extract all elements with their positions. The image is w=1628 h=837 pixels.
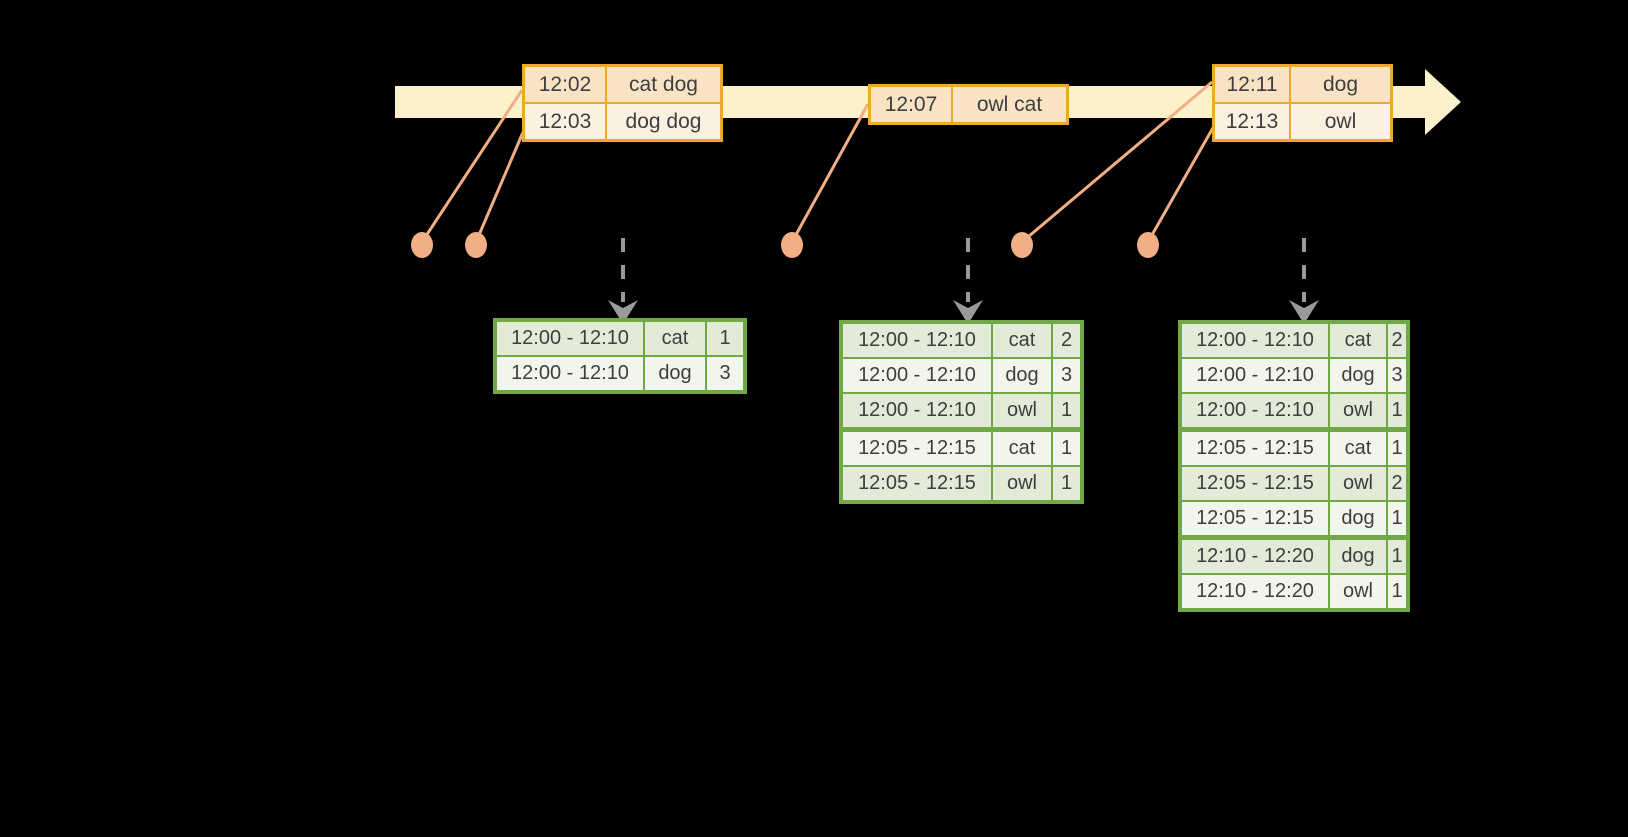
count-cell: 1 <box>1388 575 1406 608</box>
window-cell: 12:00 - 12:10 <box>1182 394 1328 427</box>
event-marker-dot-icon <box>411 232 433 258</box>
table-row: 12:05 - 12:15 owl 2 <box>1182 467 1406 500</box>
count-cell: 1 <box>1388 540 1406 573</box>
table-row: 12:00 - 12:10 owl 1 <box>843 394 1080 427</box>
event-words: dog <box>1291 67 1390 102</box>
count-cell: 1 <box>1053 432 1080 465</box>
word-cell: owl <box>1330 467 1386 500</box>
window-cell: 12:05 - 12:15 <box>1182 502 1328 535</box>
event-marker-dot-icon <box>465 232 487 258</box>
event-connector-line <box>1021 80 1213 244</box>
event-words: owl cat <box>953 87 1066 122</box>
event-time: 12:07 <box>871 87 951 122</box>
timeline-arrowhead-icon <box>1425 69 1461 135</box>
window-cell: 12:00 - 12:10 <box>843 359 991 392</box>
word-cell: cat <box>1330 432 1386 465</box>
count-cell: 3 <box>1053 359 1080 392</box>
word-cell: cat <box>993 324 1051 357</box>
word-cell: dog <box>993 359 1051 392</box>
window-cell: 12:10 - 12:20 <box>1182 540 1328 573</box>
event-time: 12:03 <box>525 104 605 139</box>
count-cell: 1 <box>707 322 743 355</box>
count-cell: 2 <box>1388 467 1406 500</box>
event-table-2: 12:07 owl cat <box>868 84 1069 125</box>
window-cell: 12:00 - 12:10 <box>497 357 643 390</box>
trigger-arrowhead-icon <box>608 300 638 324</box>
word-cell: owl <box>1330 575 1386 608</box>
word-cell: dog <box>1330 359 1386 392</box>
word-cell: cat <box>993 432 1051 465</box>
event-marker-dot-icon <box>1011 232 1033 258</box>
event-table-3: 12:11 dog 12:13 owl <box>1212 64 1393 142</box>
word-cell: owl <box>993 467 1051 500</box>
table-row: 12:00 - 12:10 dog 3 <box>497 357 743 390</box>
table-row: 12:00 - 12:10 owl 1 <box>1182 394 1406 427</box>
count-cell: 3 <box>1388 359 1406 392</box>
table-row: 12:00 - 12:10 dog 3 <box>1182 359 1406 392</box>
window-cell: 12:05 - 12:15 <box>843 432 991 465</box>
table-row: 12:00 - 12:10 cat 2 <box>843 324 1080 357</box>
count-cell: 1 <box>1053 394 1080 427</box>
window-cell: 12:00 - 12:10 <box>843 324 991 357</box>
table-row: 12:10 - 12:20 owl 1 <box>1182 575 1406 608</box>
result-table-3: 12:00 - 12:10 cat 2 12:00 - 12:10 dog 3 … <box>1178 320 1410 612</box>
trigger-arrowhead-icon <box>953 300 983 324</box>
table-row: 12:00 - 12:10 cat 1 <box>497 322 743 355</box>
word-cell: cat <box>1330 324 1386 357</box>
window-cell: 12:00 - 12:10 <box>1182 324 1328 357</box>
count-cell: 1 <box>1053 467 1080 500</box>
event-words: dog dog <box>607 104 720 139</box>
table-row: 12:05 - 12:15 owl 1 <box>843 467 1080 500</box>
count-cell: 2 <box>1388 324 1406 357</box>
count-cell: 1 <box>1388 432 1406 465</box>
count-cell: 1 <box>1388 394 1406 427</box>
word-cell: dog <box>645 357 705 390</box>
event-table-1: 12:02 cat dog 12:03 dog dog <box>522 64 723 142</box>
event-marker-dot-icon <box>781 232 803 258</box>
event-words: owl <box>1291 104 1390 139</box>
table-row: 12:00 - 12:10 cat 2 <box>1182 324 1406 357</box>
count-cell: 2 <box>1053 324 1080 357</box>
event-time: 12:11 <box>1215 67 1289 102</box>
count-cell: 1 <box>1388 502 1406 535</box>
count-cell: 3 <box>707 357 743 390</box>
table-row: 12:05 - 12:15 cat 1 <box>1182 432 1406 465</box>
word-cell: owl <box>993 394 1051 427</box>
event-connector-line <box>420 89 524 243</box>
window-cell: 12:05 - 12:15 <box>843 467 991 500</box>
result-table-2: 12:00 - 12:10 cat 2 12:00 - 12:10 dog 3 … <box>839 320 1084 504</box>
table-row: 12:10 - 12:20 dog 1 <box>1182 540 1406 573</box>
word-cell: owl <box>1330 394 1386 427</box>
window-cell: 12:00 - 12:10 <box>1182 359 1328 392</box>
table-row: 12:00 - 12:10 dog 3 <box>843 359 1080 392</box>
window-cell: 12:00 - 12:10 <box>843 394 991 427</box>
event-time: 12:13 <box>1215 104 1289 139</box>
event-words: cat dog <box>607 67 720 102</box>
table-row: 12:05 - 12:15 cat 1 <box>843 432 1080 465</box>
table-row: 12:05 - 12:15 dog 1 <box>1182 502 1406 535</box>
trigger-arrowhead-icon <box>1289 300 1319 324</box>
window-cell: 12:05 - 12:15 <box>1182 432 1328 465</box>
event-connector-line <box>790 103 870 243</box>
event-connector-line <box>1146 125 1216 243</box>
word-cell: dog <box>1330 540 1386 573</box>
word-cell: cat <box>645 322 705 355</box>
event-marker-dot-icon <box>1137 232 1159 258</box>
word-cell: dog <box>1330 502 1386 535</box>
window-cell: 12:00 - 12:10 <box>497 322 643 355</box>
result-table-1: 12:00 - 12:10 cat 1 12:00 - 12:10 dog 3 <box>493 318 747 394</box>
window-cell: 12:05 - 12:15 <box>1182 467 1328 500</box>
event-time: 12:02 <box>525 67 605 102</box>
event-connector-line <box>474 129 526 243</box>
window-cell: 12:10 - 12:20 <box>1182 575 1328 608</box>
